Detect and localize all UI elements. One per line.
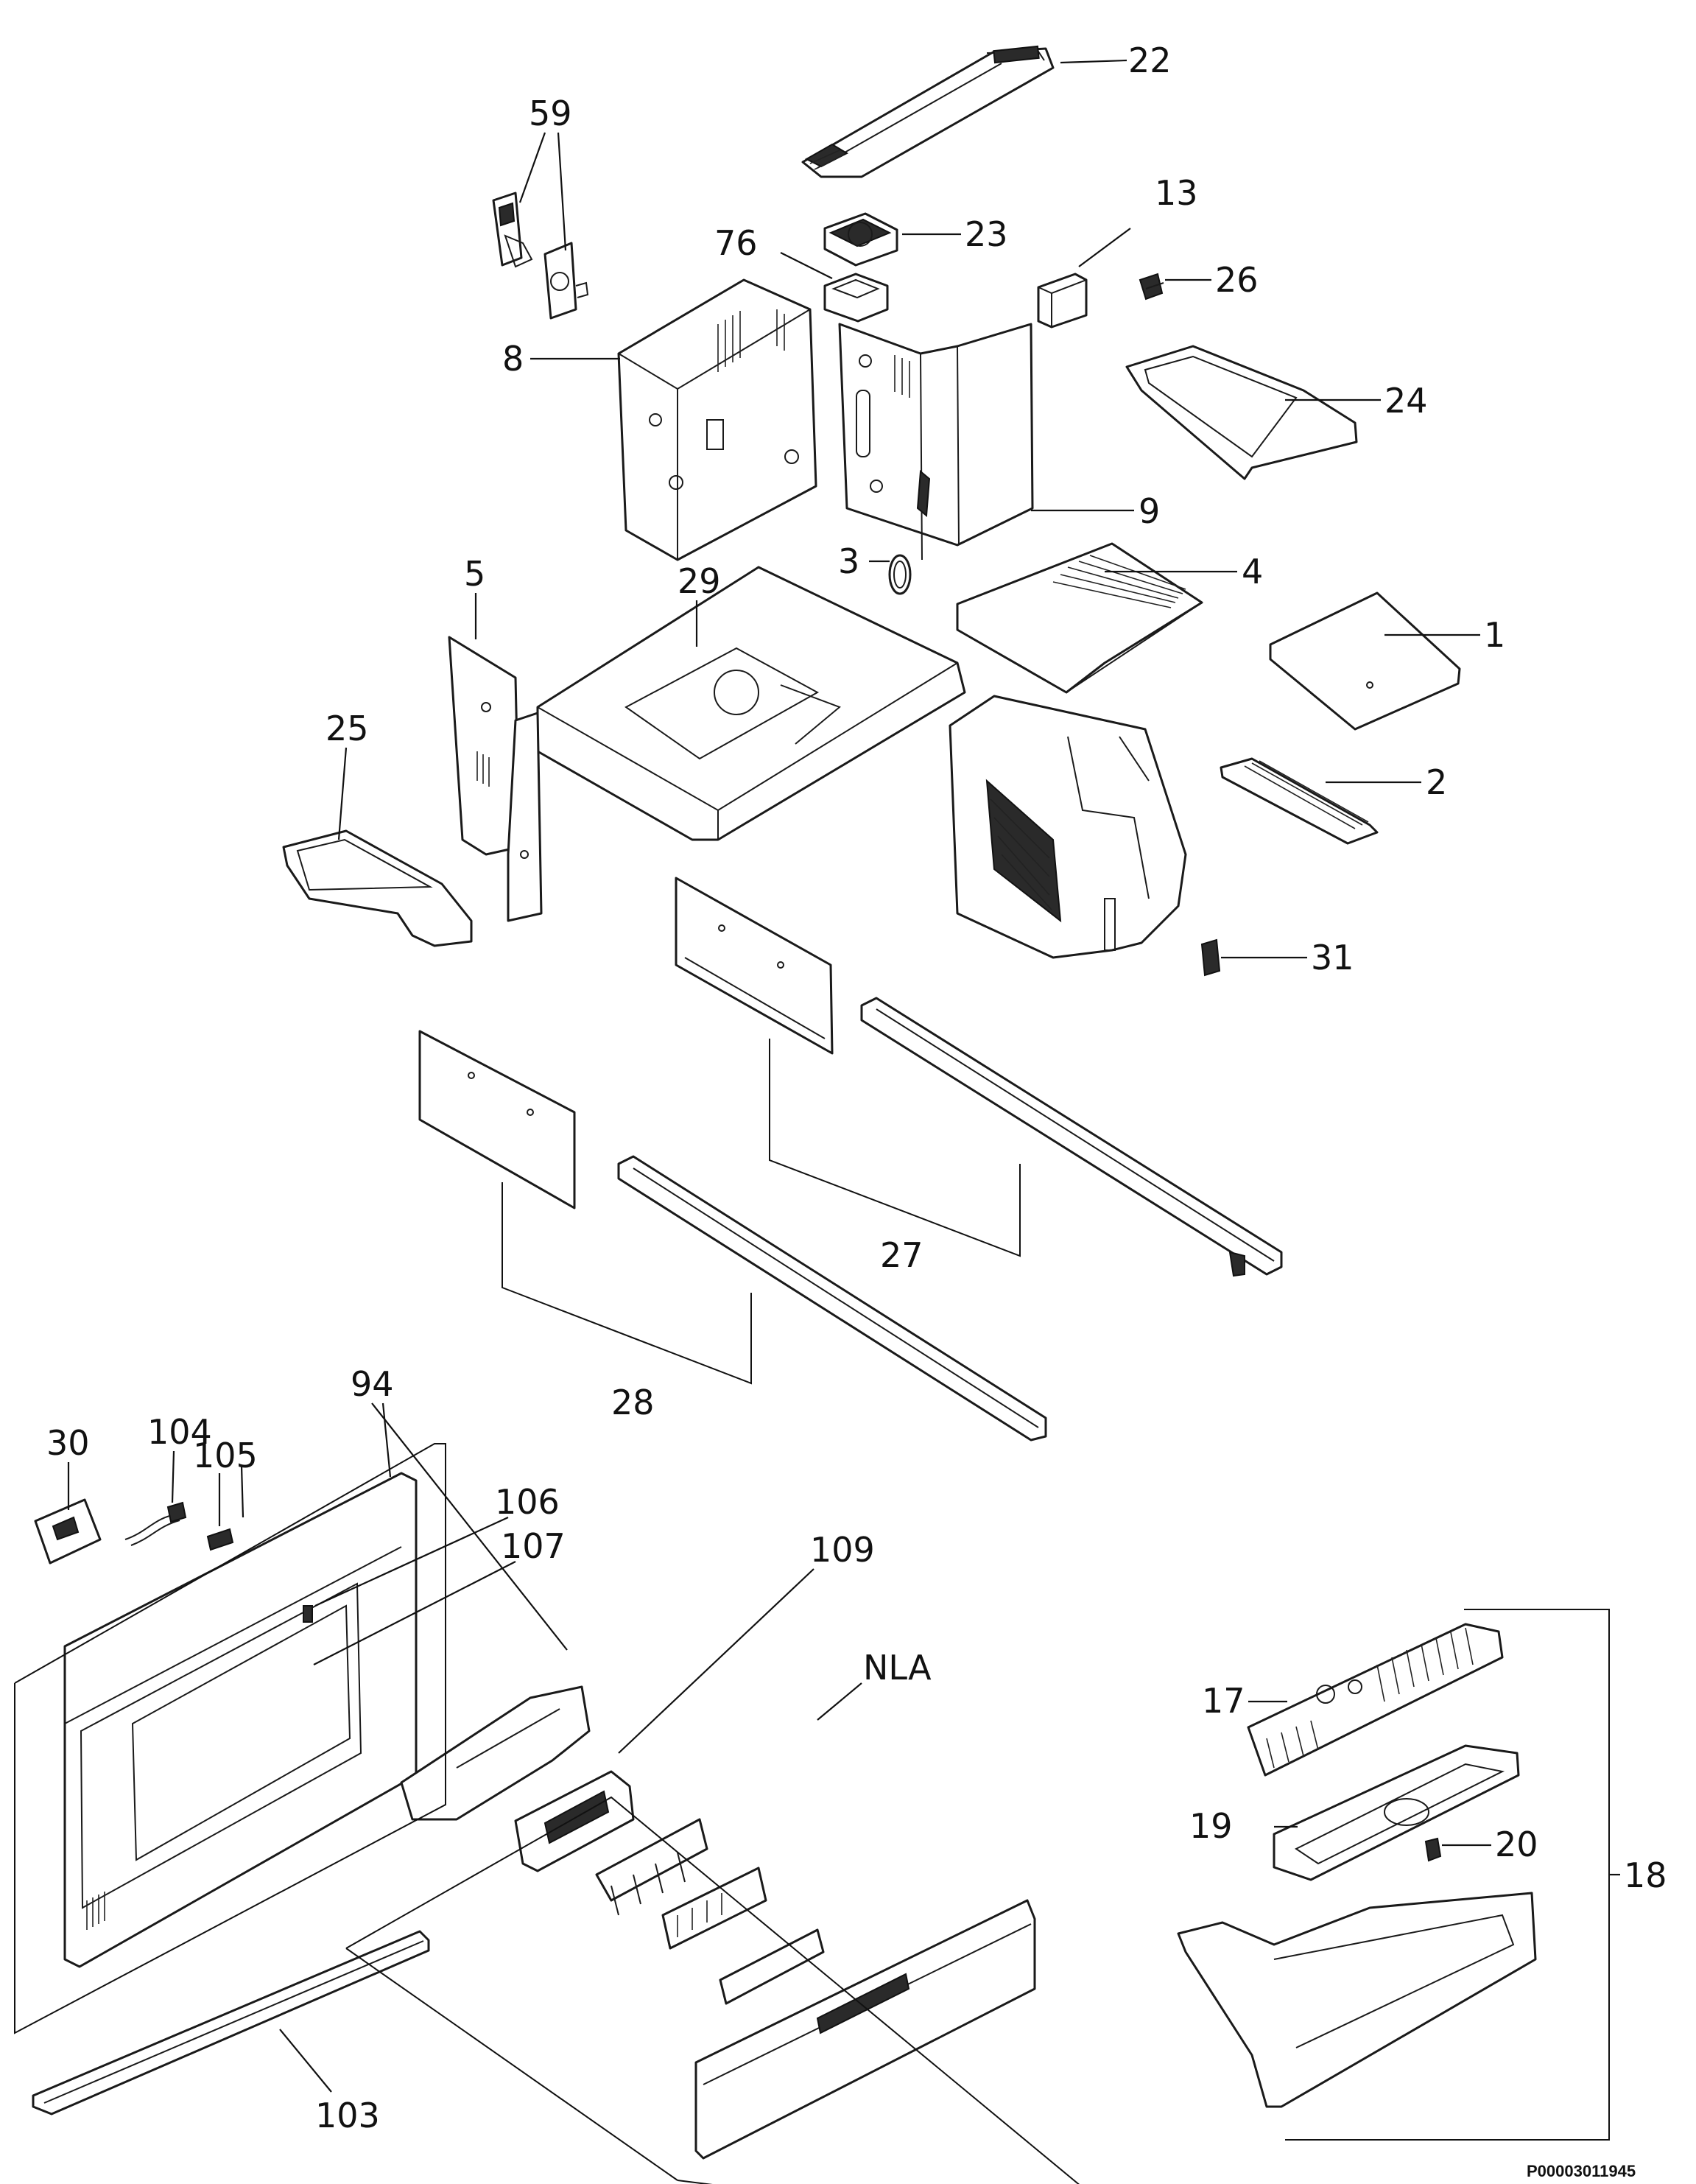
label-105: 105 — [193, 1436, 258, 1475]
part-28-panel-rail — [418, 1030, 1047, 1442]
label-106: 106 — [495, 1482, 560, 1522]
reference-code: P00003011945 — [1527, 2162, 1636, 2180]
part-5-side-panel — [448, 636, 543, 922]
label-30: 30 — [46, 1423, 90, 1463]
label-2: 2 — [1426, 762, 1447, 802]
label-23: 23 — [965, 214, 1008, 254]
part-27-panel-rail — [675, 877, 1283, 1277]
part-103-trim-strip — [32, 1930, 430, 2115]
label-9: 9 — [1139, 491, 1160, 531]
part-13-box — [1037, 273, 1088, 329]
part-8-side-panel — [617, 278, 817, 561]
part-23-fan — [823, 212, 898, 267]
label-104: 104 — [147, 1412, 212, 1452]
part-1-cover-plate — [1269, 591, 1461, 731]
label-59: 59 — [529, 94, 572, 133]
label-94: 94 — [351, 1364, 394, 1404]
part-9-rear-panel — [838, 323, 1034, 561]
group-brackets — [14, 1039, 1610, 2184]
part-26-clip — [1139, 273, 1164, 301]
brewing-unit-body — [949, 695, 1187, 959]
label-17: 17 — [1202, 1681, 1245, 1721]
label-107: 107 — [501, 1526, 566, 1566]
label-103: 103 — [315, 2096, 380, 2135]
label-18: 18 — [1624, 1855, 1667, 1895]
label-28: 28 — [611, 1383, 655, 1422]
label-3: 3 — [838, 541, 859, 581]
label-8: 8 — [502, 339, 524, 379]
nla-control-group — [400, 1685, 1036, 2160]
label-20: 20 — [1495, 1825, 1538, 1864]
leader-lines — [67, 59, 1620, 2093]
label-nla: NLA — [863, 1648, 932, 1688]
water-tank-group — [1177, 1623, 1537, 2108]
part-2-grille-strip — [1220, 757, 1379, 845]
part-29-base — [536, 566, 966, 841]
part-labels: 22 59 23 76 13 26 8 24 9 3 4 5 29 1 25 2… — [46, 41, 1667, 2180]
label-25: 25 — [326, 709, 369, 748]
label-76: 76 — [714, 223, 758, 263]
label-1: 1 — [1484, 615, 1505, 655]
label-29: 29 — [678, 561, 721, 601]
label-4: 4 — [1242, 552, 1263, 591]
label-19: 19 — [1189, 1806, 1233, 1846]
label-22: 22 — [1128, 41, 1172, 80]
label-24: 24 — [1384, 381, 1428, 421]
part-105-clip — [206, 1528, 234, 1551]
label-13: 13 — [1155, 173, 1198, 213]
part-59-bracket — [492, 192, 589, 320]
part-3-ring — [888, 554, 912, 595]
part-94-front-frame — [63, 1472, 418, 1968]
part-4-top-lid — [956, 542, 1203, 694]
label-31: 31 — [1311, 938, 1354, 977]
label-26: 26 — [1215, 260, 1259, 300]
part-76-duct — [823, 273, 889, 323]
label-27: 27 — [880, 1235, 923, 1275]
part-31-switch — [1200, 938, 1221, 977]
part-24-tray — [1125, 345, 1358, 480]
label-109: 109 — [810, 1530, 875, 1570]
part-104-cable — [124, 1501, 187, 1546]
part-25-tray — [282, 829, 473, 947]
label-5: 5 — [464, 554, 485, 594]
part-22-top-cover — [801, 45, 1055, 178]
